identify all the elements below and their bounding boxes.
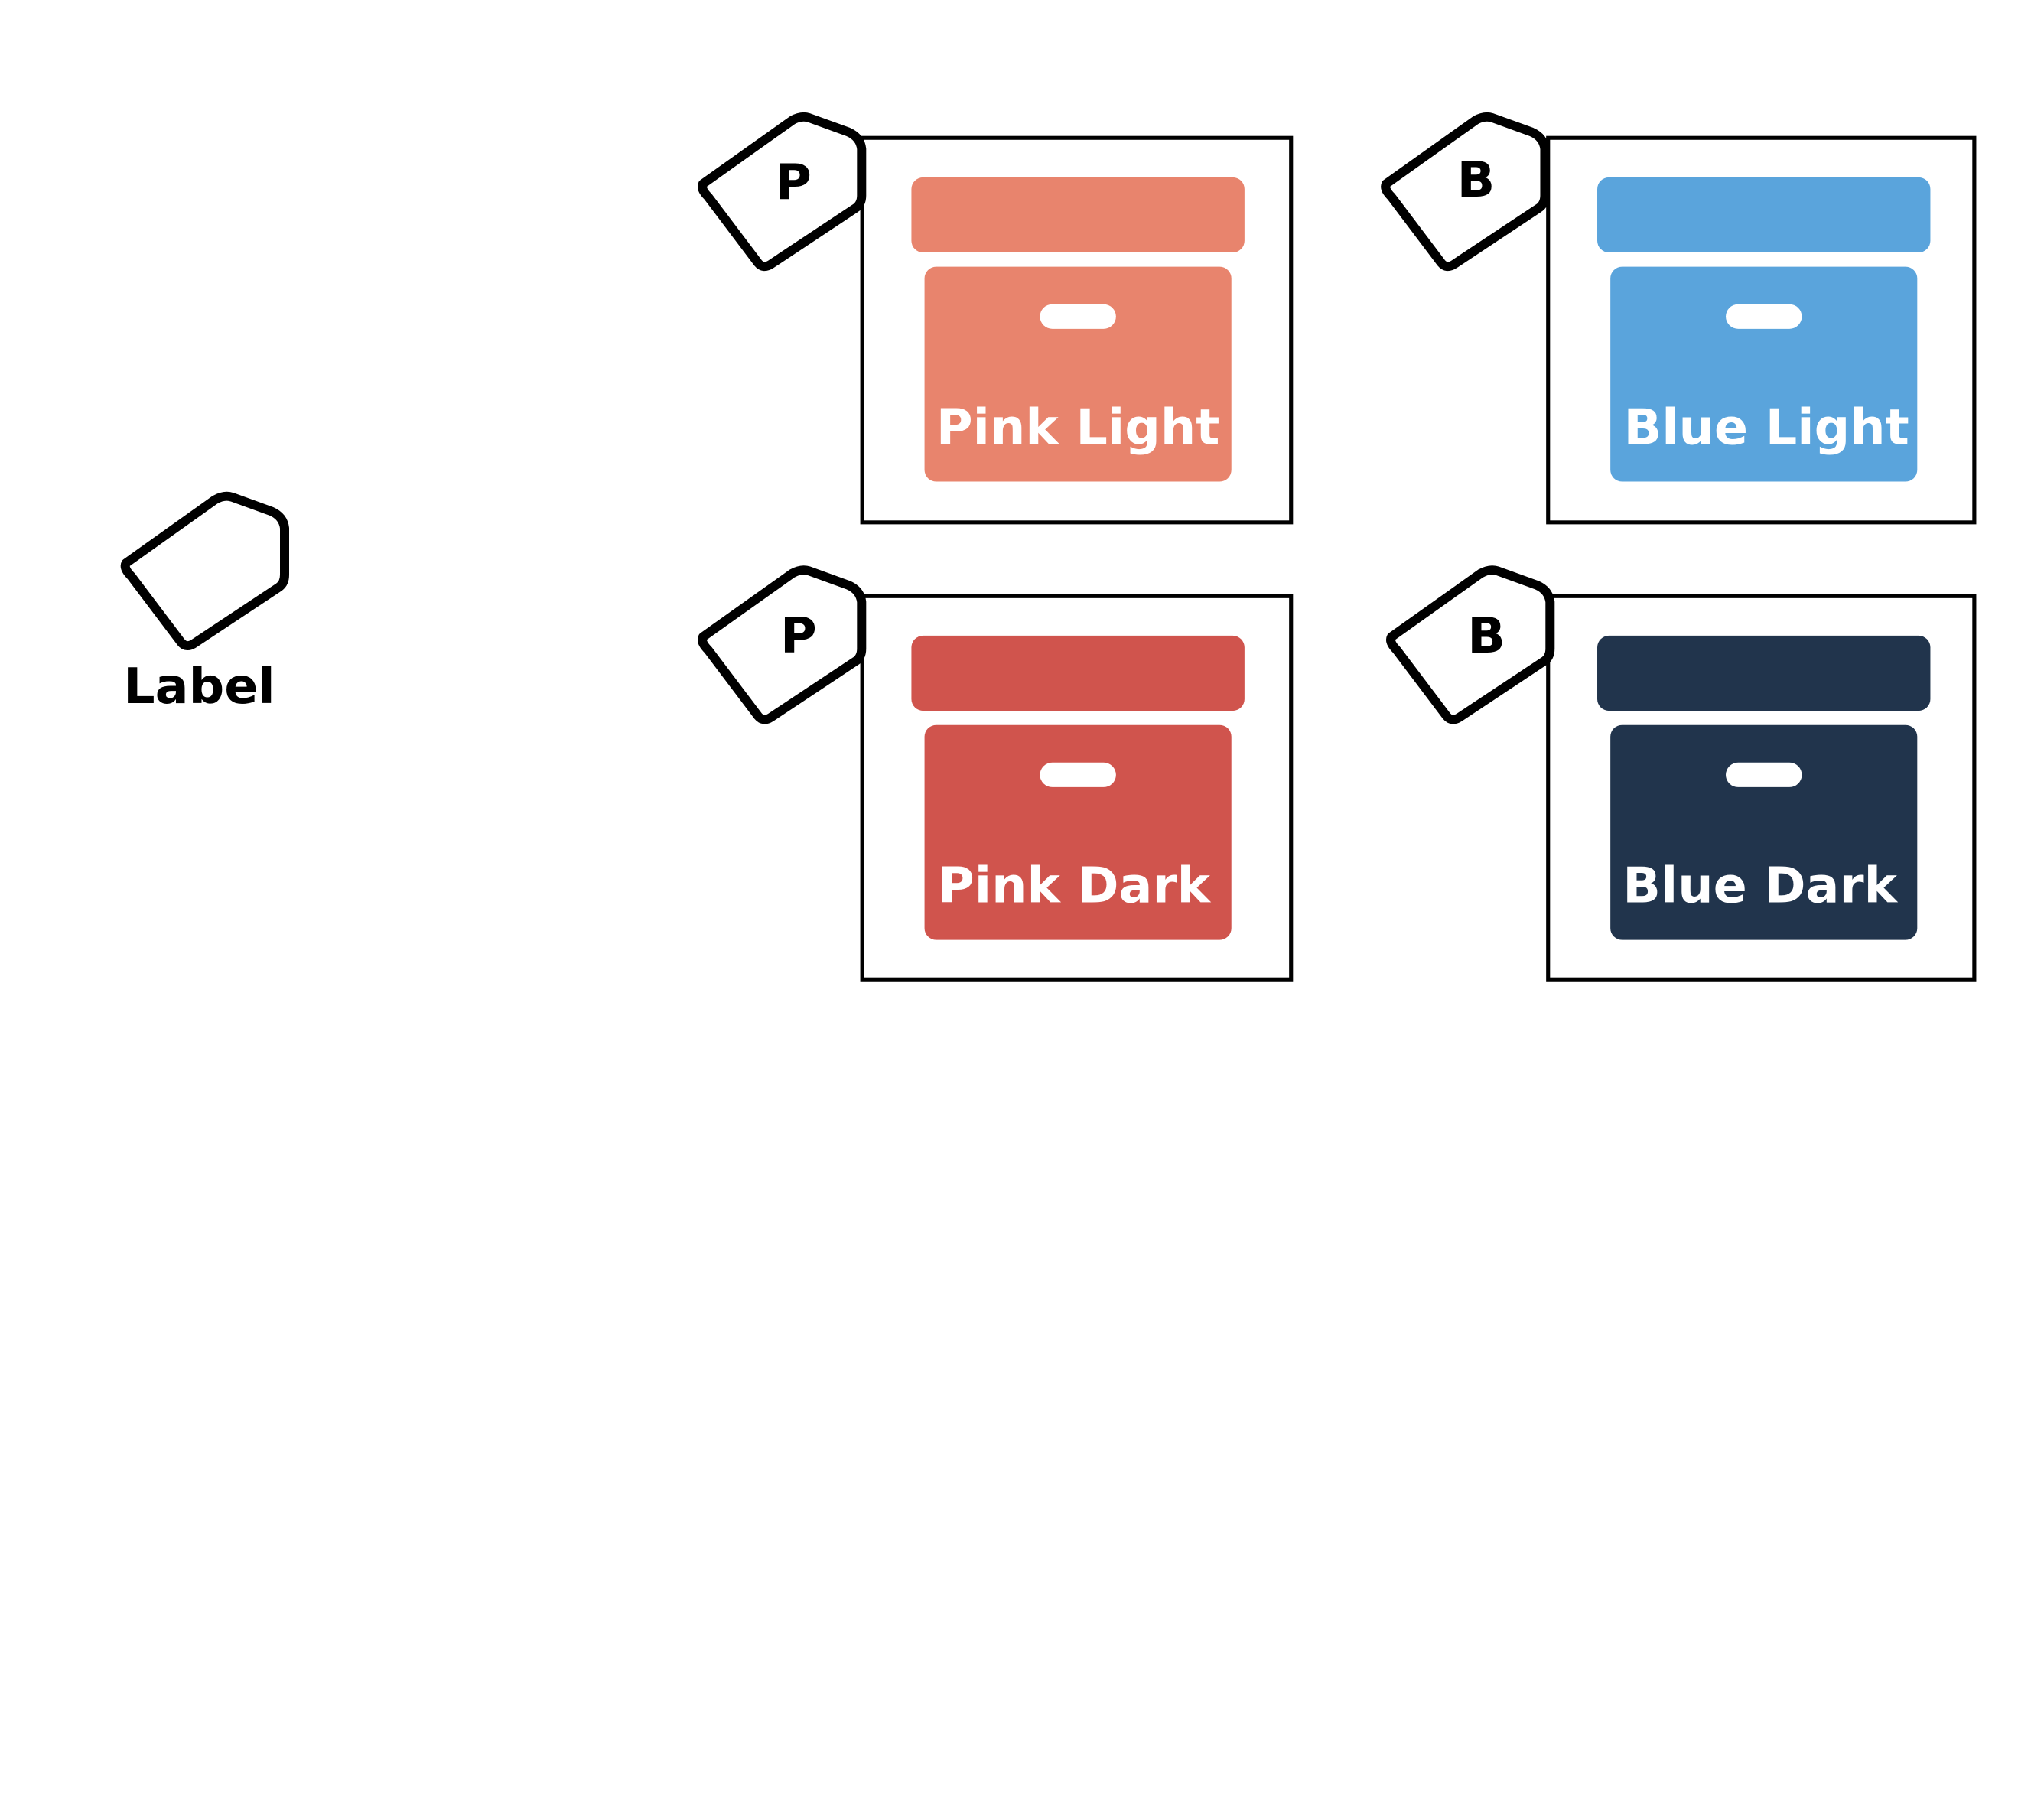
box-lid [911, 177, 1245, 252]
box-lid [1597, 177, 1931, 252]
box-lid [1597, 635, 1931, 711]
box-body: Pink Dark [924, 724, 1232, 940]
box-label: Pink Dark [938, 857, 1210, 915]
box-handle [1726, 304, 1802, 329]
box-label: Pink Light [936, 399, 1220, 457]
tag-icon-p-pink-dark: P [696, 565, 873, 729]
tag-letter: P [780, 607, 817, 665]
tag-icon-b-blue-light: B [1379, 112, 1556, 276]
box-handle [1040, 304, 1116, 329]
legend-label: Label [123, 657, 275, 715]
box-body: Pink Light [924, 266, 1232, 482]
box-frame-blue-dark: Blue Dark [1546, 594, 1977, 982]
tag-letter: B [1457, 151, 1496, 209]
box-frame-pink-light: Pink Light [860, 135, 1294, 525]
box-lid [911, 635, 1245, 711]
box-label: Blue Light [1623, 399, 1909, 457]
tag-icon-b-blue-dark: B [1385, 565, 1561, 729]
tag-letter: P [775, 154, 812, 211]
box-frame-blue-light: Blue Light [1546, 135, 1977, 525]
box-body: Blue Light [1610, 266, 1918, 482]
legend-tag-icon [119, 490, 296, 655]
box-handle [1040, 762, 1116, 787]
box-frame-pink-dark: Pink Dark [860, 594, 1294, 982]
tag-icon-p-pink-light: P [696, 112, 873, 276]
diagram-canvas: Label Pink Light P Blue Light B Pink Dar [119, 112, 1977, 982]
box-handle [1726, 762, 1802, 787]
box-label: Blue Dark [1623, 857, 1897, 915]
box-body: Blue Dark [1610, 724, 1918, 940]
tag-letter: B [1467, 607, 1505, 665]
